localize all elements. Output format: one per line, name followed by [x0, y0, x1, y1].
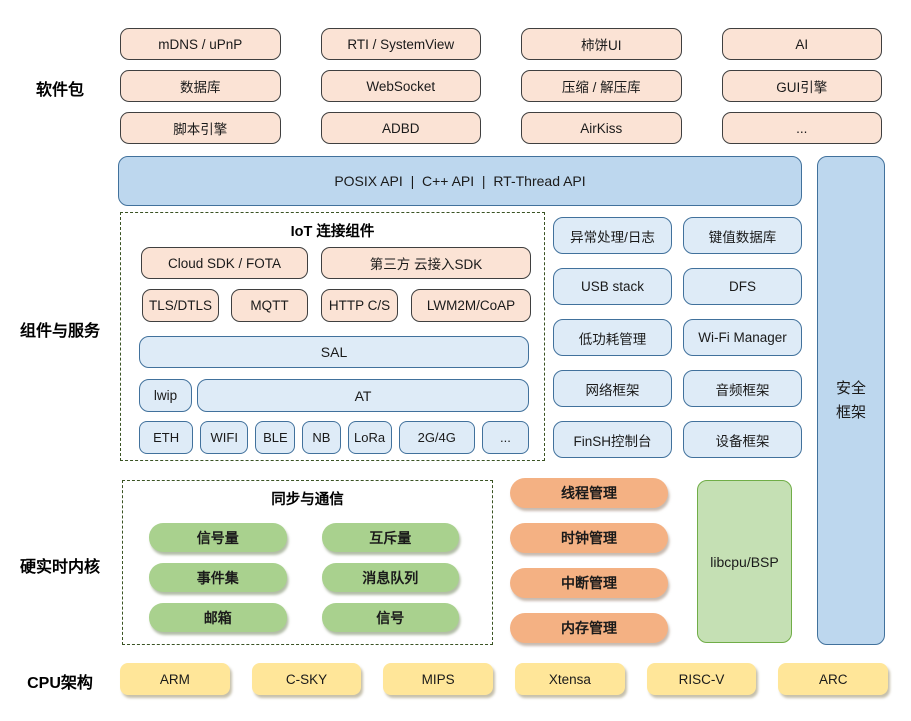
tls-dtls-box: TLS/DTLS — [142, 289, 219, 322]
mqtt-box: MQTT — [231, 289, 308, 322]
section-label-components: 组件与服务 — [19, 323, 100, 340]
cpu-mips-box: MIPS — [383, 663, 494, 695]
package-box-airkiss: AirKiss — [521, 112, 682, 144]
package-box-websocket: WebSocket — [320, 70, 481, 102]
package-box-persimmon-ui: 柿饼UI — [521, 28, 682, 60]
section-label-cpu: CPU架构 — [27, 675, 93, 692]
eth-box: ETH — [139, 421, 194, 454]
memory-management-box: 内存管理 — [510, 613, 668, 643]
package-box-rti-systemview: RTI / SystemView — [320, 28, 481, 60]
http-cs-box: HTTP C/S — [321, 289, 398, 322]
iot-components-box: IoT 连接组件 Cloud SDK / FOTA 第三方 云接入SDK TLS… — [120, 212, 545, 461]
audio-framework-box: 音频框架 — [683, 370, 802, 407]
package-box-database: 数据库 — [120, 70, 281, 102]
package-box-mdns-upnp: mDNS / uPnP — [120, 28, 281, 60]
cloud-sdk-fota-box: Cloud SDK / FOTA — [141, 247, 308, 279]
kv-database-box: 键值数据库 — [683, 217, 802, 254]
message-queue-box: 消息队列 — [321, 563, 459, 592]
iot-components-title: IoT 连接组件 — [290, 224, 375, 240]
services-grid: 异常处理/日志 键值数据库 USB stack DFS 低功耗管理 Wi-Fi … — [553, 217, 802, 458]
package-box-compression: 压缩 / 解压库 — [521, 70, 682, 102]
security-framework-label-line1: 安全 — [835, 380, 866, 398]
low-power-box: 低功耗管理 — [553, 319, 672, 356]
mutex-box: 互斥量 — [321, 523, 459, 552]
usb-stack-box: USB stack — [553, 268, 672, 305]
mailbox-box: 邮箱 — [149, 603, 287, 632]
api-bar: POSIX API | C++ API | RT-Thread API — [118, 156, 802, 206]
package-box-script-engine: 脚本引擎 — [120, 112, 281, 144]
sync-grid: 信号量 互斥量 事件集 消息队列 邮箱 信号 — [149, 523, 459, 632]
cpu-riscv-box: RISC-V — [646, 663, 757, 695]
package-box-adbd: ADBD — [320, 112, 481, 144]
software-packages-grid: mDNS / uPnP RTI / SystemView 柿饼UI AI 数据库… — [120, 28, 882, 144]
device-framework-box: 设备框架 — [683, 421, 802, 458]
more-links-box: ... — [481, 421, 529, 454]
section-label-packages: 软件包 — [35, 82, 84, 99]
section-label-kernel: 硬实时内核 — [19, 559, 100, 576]
security-framework-label-line2: 框架 — [835, 403, 866, 421]
libcpu-bsp-box: libcpu/BSP — [697, 480, 792, 643]
package-box-gui-engine: GUI引擎 — [721, 70, 882, 102]
cpu-arc-box: ARC — [778, 663, 889, 695]
package-box-more: ... — [721, 112, 882, 144]
2g4g-box: 2G/4G — [398, 421, 475, 454]
wifi-manager-box: Wi-Fi Manager — [683, 319, 802, 356]
interrupt-management-box: 中断管理 — [510, 568, 668, 598]
dfs-box: DFS — [683, 268, 802, 305]
exception-log-box: 异常处理/日志 — [553, 217, 672, 254]
link-layer-row: ETH WIFI BLE NB LoRa 2G/4G ... — [139, 421, 529, 454]
sync-communication-box: 同步与通信 信号量 互斥量 事件集 消息队列 邮箱 信号 — [122, 480, 493, 645]
cpu-arm-box: ARM — [120, 663, 230, 695]
sync-communication-title: 同步与通信 — [271, 492, 344, 508]
wifi-box: WIFI — [200, 421, 249, 454]
nb-box: NB — [302, 421, 341, 454]
cpu-csky-box: C-SKY — [251, 663, 362, 695]
lora-box: LoRa — [347, 421, 392, 454]
lwm2m-coap-box: LWM2M/CoAP — [411, 289, 531, 322]
thread-management-box: 线程管理 — [510, 478, 668, 508]
cpu-arch-row: ARM C-SKY MIPS Xtensa RISC-V ARC — [120, 663, 889, 695]
clock-management-box: 时钟管理 — [510, 523, 668, 553]
event-set-box: 事件集 — [149, 563, 287, 592]
semaphore-box: 信号量 — [149, 523, 287, 552]
package-box-ai: AI — [721, 28, 882, 60]
signal-box: 信号 — [321, 603, 459, 632]
third-party-sdk-box: 第三方 云接入SDK — [321, 247, 531, 279]
ble-box: BLE — [255, 421, 296, 454]
sal-box: SAL — [139, 336, 529, 368]
at-box: AT — [197, 379, 529, 412]
security-framework-box: 安全 框架 — [817, 156, 885, 645]
network-framework-box: 网络框架 — [553, 370, 672, 407]
kernel-management-column: 线程管理 时钟管理 中断管理 内存管理 — [510, 478, 668, 643]
cpu-xtensa-box: Xtensa — [515, 663, 625, 695]
lwip-box: lwip — [139, 379, 192, 412]
finsh-console-box: FinSH控制台 — [553, 421, 672, 458]
